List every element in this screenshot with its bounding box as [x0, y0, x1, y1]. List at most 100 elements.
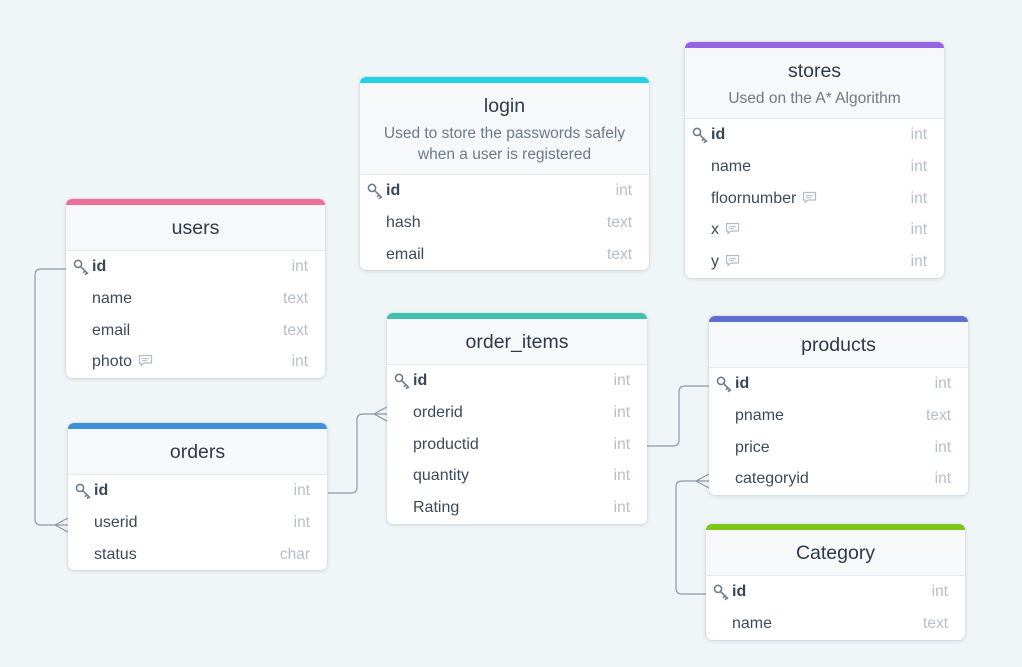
field-row-users-id[interactable]: id int — [66, 251, 325, 283]
field-name: name — [711, 157, 752, 175]
table-orders[interactable]: orders id int userid int status char — [68, 423, 327, 571]
table-stores-note: Used on the A* Algorithm — [728, 90, 901, 107]
table-products-header[interactable]: products — [709, 322, 968, 368]
table-orders-header[interactable]: orders — [68, 429, 327, 475]
field-row-order-items-rating[interactable]: Rating int — [387, 492, 647, 524]
field-name: quantity — [413, 467, 470, 485]
field-type: int — [613, 403, 630, 421]
table-order-items-title: order_items — [465, 331, 569, 353]
field-type: int — [931, 583, 948, 600]
table-order-items[interactable]: order_items id int orderid int productid… — [387, 313, 647, 524]
field-row-stores-floornumber[interactable]: floornumber int — [685, 183, 944, 215]
table-login-color-bar — [360, 77, 649, 83]
field-name: y — [711, 253, 719, 271]
table-users-color-bar — [66, 199, 325, 205]
field-row-stores-y[interactable]: y int — [685, 246, 944, 278]
table-orders-title: orders — [169, 441, 226, 463]
key-icon — [73, 259, 89, 276]
table-login[interactable]: login Used to store the passwords safely… — [360, 77, 649, 271]
field-type: int — [934, 375, 951, 392]
table-category[interactable]: Category id int name text — [706, 524, 965, 640]
table-stores[interactable]: stores Used on the A* Algorithm id int n… — [685, 42, 944, 278]
field-type: int — [910, 157, 927, 175]
table-category-header[interactable]: Category — [706, 530, 965, 576]
field-row-login-id[interactable]: id int — [360, 175, 649, 207]
field-name: categoryid — [735, 470, 809, 488]
table-products[interactable]: products id int pname text price int cat… — [709, 316, 968, 496]
field-row-order-items-id[interactable]: id int — [387, 365, 647, 397]
field-name: Rating — [413, 499, 460, 517]
field-name: photo — [92, 353, 133, 371]
crow-foot-orderitems-orderid — [372, 406, 388, 422]
table-stores-header[interactable]: stores Used on the A* Algorithm — [685, 48, 944, 119]
comment-icon[interactable] — [725, 254, 740, 267]
field-name: price — [735, 438, 770, 456]
comment-icon[interactable] — [725, 222, 740, 236]
key-icon — [394, 373, 410, 390]
field-row-login-hash[interactable]: hash text — [360, 207, 649, 239]
field-type: int — [291, 353, 308, 371]
field-row-stores-id[interactable]: id int — [685, 119, 944, 151]
field-name: id — [94, 482, 109, 499]
field-name: id — [735, 375, 750, 392]
field-name: x — [711, 221, 719, 239]
table-category-title: Category — [795, 542, 876, 564]
orders-orderitems-relationship — [328, 413, 387, 494]
table-login-title: login — [483, 95, 526, 117]
field-row-category-name[interactable]: name text — [706, 608, 965, 640]
field-row-login-email[interactable]: email text — [360, 239, 649, 271]
field-name: floornumber — [711, 189, 797, 207]
field-type: int — [910, 253, 927, 271]
table-login-note: Used to store the passwords safely when … — [383, 125, 626, 163]
field-type: int — [613, 372, 630, 389]
field-name: id — [732, 583, 747, 600]
field-type: int — [934, 470, 951, 488]
field-row-products-id[interactable]: id int — [709, 368, 968, 400]
field-type: char — [279, 545, 310, 563]
comment-icon[interactable] — [138, 354, 153, 368]
field-type: text — [283, 289, 308, 307]
field-row-users-photo[interactable]: photo int — [66, 346, 325, 378]
field-row-order-items-orderid[interactable]: orderid int — [387, 397, 647, 429]
field-row-users-name[interactable]: name text — [66, 283, 325, 315]
field-name: email — [386, 245, 425, 263]
field-row-orders-status[interactable]: status char — [68, 539, 327, 571]
field-row-stores-x[interactable]: x int — [685, 214, 944, 246]
field-type: text — [607, 213, 632, 231]
table-users[interactable]: users id int name text email text photo … — [66, 199, 325, 379]
table-login-header[interactable]: login Used to store the passwords safely… — [360, 83, 649, 175]
field-name: email — [92, 321, 131, 339]
comment-icon[interactable] — [802, 191, 817, 204]
field-name: hash — [386, 213, 421, 231]
field-row-users-email[interactable]: email text — [66, 315, 325, 347]
field-type: int — [613, 435, 630, 453]
field-row-stores-name[interactable]: name int — [685, 151, 944, 183]
field-row-products-categoryid[interactable]: categoryid int — [709, 463, 968, 495]
field-row-order-items-productid[interactable]: productid int — [387, 429, 647, 461]
key-icon — [713, 584, 729, 601]
field-type: int — [293, 513, 310, 531]
field-name-wrap: y — [711, 246, 740, 278]
field-type: int — [910, 189, 927, 207]
field-type: int — [615, 182, 632, 199]
field-type: text — [283, 321, 308, 339]
field-type: int — [934, 438, 951, 456]
field-type: text — [923, 614, 948, 632]
field-name: id — [386, 182, 401, 199]
table-order-items-header[interactable]: order_items — [387, 319, 647, 365]
field-name: id — [413, 372, 428, 389]
table-products-title: products — [801, 334, 876, 356]
table-users-header[interactable]: users — [66, 205, 325, 251]
category-products-relationship — [675, 480, 709, 595]
key-icon — [692, 127, 708, 144]
field-name-wrap: floornumber — [711, 183, 817, 215]
field-name: status — [94, 545, 137, 563]
field-row-products-price[interactable]: price int — [709, 432, 968, 464]
field-row-orders-userid[interactable]: userid int — [68, 507, 327, 539]
field-name: productid — [413, 435, 479, 453]
field-row-order-items-quantity[interactable]: quantity int — [387, 460, 647, 492]
field-row-products-pname[interactable]: pname text — [709, 400, 968, 432]
field-row-orders-id[interactable]: id int — [68, 475, 327, 507]
products-orderitems-relationship — [647, 385, 709, 447]
field-row-category-id[interactable]: id int — [706, 576, 965, 608]
